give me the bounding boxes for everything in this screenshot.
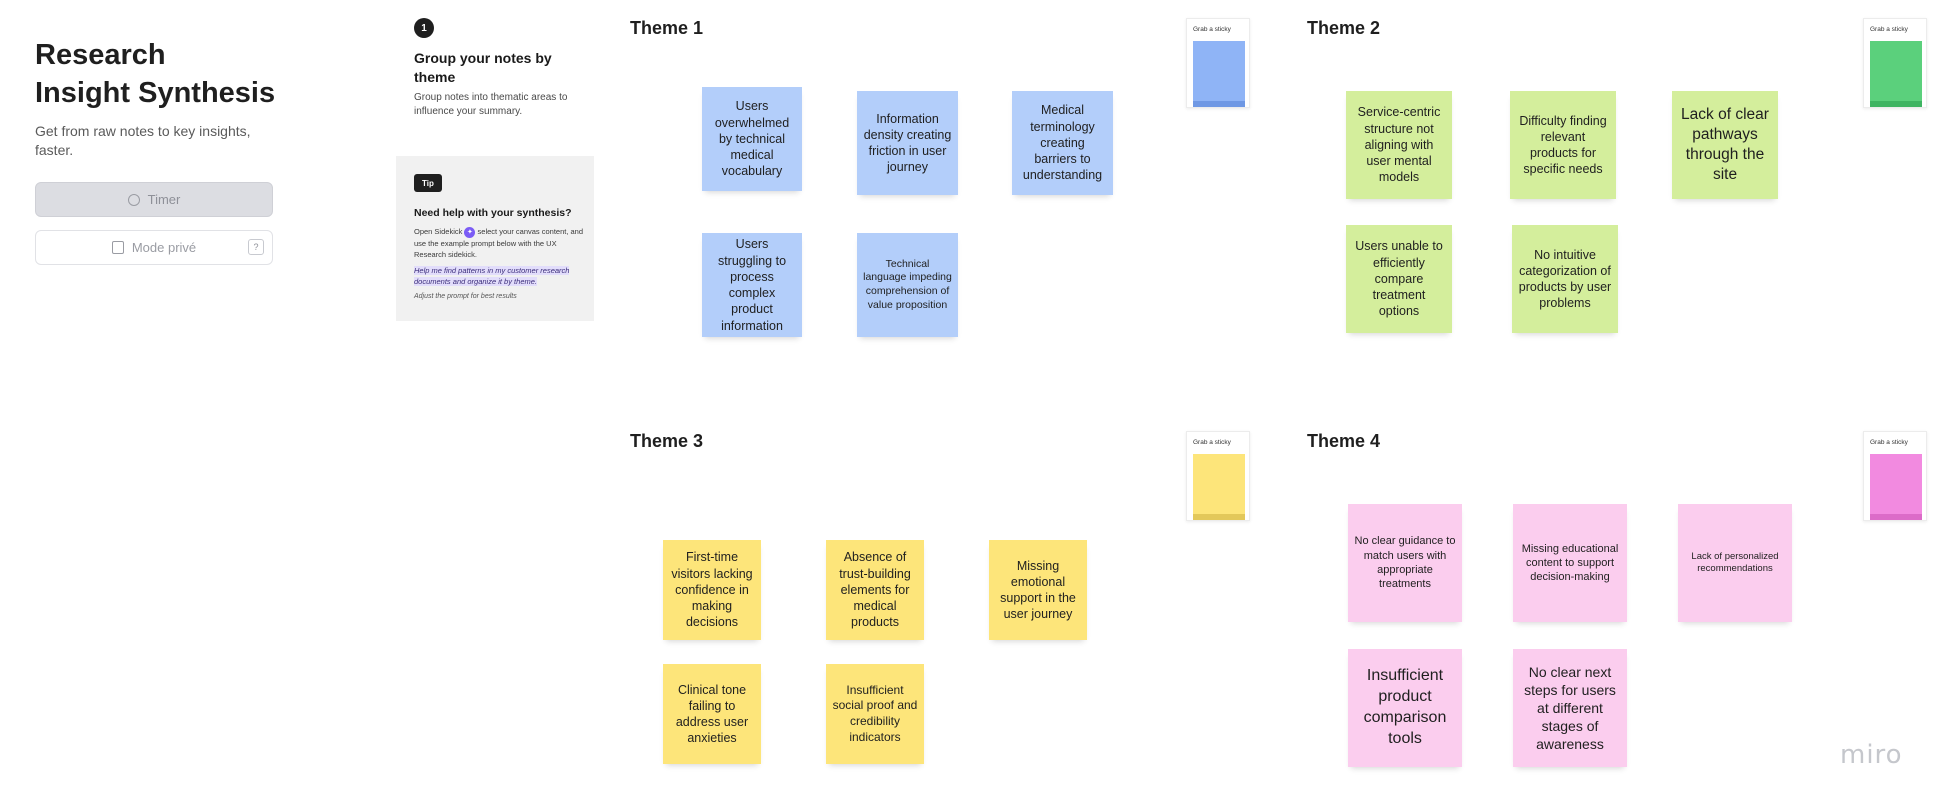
sticky-note[interactable]: Difficulty finding relevant products for… (1510, 91, 1616, 199)
sticky-note[interactable]: Lack of personalized recommendations (1678, 504, 1792, 622)
sticky-note[interactable]: No clear next steps for users at differe… (1513, 649, 1627, 767)
theme-4-title: Theme 4 (1307, 431, 1381, 451)
tip-badge: Tip (414, 174, 442, 192)
sticky-note[interactable]: Users overwhelmed by technical medical v… (702, 87, 802, 191)
sticky-note[interactable]: Absence of trust-building elements for m… (826, 540, 924, 640)
board-title: Research Insight Synthesis (35, 36, 275, 112)
sticky-note[interactable]: Technical language impeding comprehensio… (857, 233, 958, 337)
theme-3-title: Theme 3 (630, 431, 704, 451)
sticky-note[interactable]: Medical terminology creating barriers to… (1012, 91, 1113, 195)
sticky-note[interactable]: Clinical tone failing to address user an… (663, 664, 761, 764)
tip-body-after: select your canvas content, and use the … (414, 227, 584, 259)
pink-sticky-swatch[interactable] (1870, 454, 1922, 520)
grab-sticky-theme-3[interactable]: Grab a sticky (1186, 431, 1250, 521)
sticky-note[interactable]: Lack of clear pathways through the site (1672, 91, 1778, 199)
tip-title: Need help with your synthesis? (414, 207, 572, 219)
theme-2-title: Theme 2 (1307, 18, 1381, 38)
green-sticky-swatch[interactable] (1870, 41, 1922, 107)
private-mode-label: Mode privé (131, 240, 197, 255)
board-title-line2: Insight Synthesis (35, 77, 276, 109)
step-number-badge: 1 (414, 18, 434, 38)
timer-label: Timer (147, 192, 181, 207)
grab-sticky-label: Grab a sticky (1870, 439, 1908, 446)
grab-sticky-theme-2[interactable]: Grab a sticky (1863, 18, 1927, 108)
private-mode-icon (111, 241, 124, 254)
sticky-note[interactable]: Insufficient social proof and credibilit… (826, 664, 924, 764)
grab-sticky-label: Grab a sticky (1870, 26, 1908, 33)
sticky-note[interactable]: Service-centric structure not aligning w… (1346, 91, 1452, 199)
sticky-note[interactable]: No clear guidance to match users with ap… (1348, 504, 1462, 622)
grab-sticky-theme-1[interactable]: Grab a sticky (1186, 18, 1250, 108)
yellow-sticky-swatch[interactable] (1193, 454, 1245, 520)
blue-sticky-swatch[interactable] (1193, 41, 1245, 107)
tip-prompt-text: Help me find patterns in my customer res… (414, 266, 570, 286)
sticky-note[interactable]: Information density creating friction in… (857, 91, 958, 195)
private-mode-button[interactable]: Mode privé ? (35, 230, 273, 265)
board-title-line1: Research (35, 39, 166, 71)
grab-sticky-theme-4[interactable]: Grab a sticky (1863, 431, 1927, 521)
sticky-note[interactable]: No intuitive categorization of products … (1512, 225, 1618, 333)
tip-example-prompt: Help me find patterns in my customer res… (414, 265, 579, 287)
tip-footer: Adjust the prompt for best results (414, 293, 517, 300)
sticky-note[interactable]: Users struggling to process complex prod… (702, 233, 802, 337)
help-icon[interactable]: ? (248, 239, 264, 255)
grab-sticky-label: Grab a sticky (1193, 26, 1231, 33)
sticky-note[interactable]: Users unable to efficiently compare trea… (1346, 225, 1452, 333)
sticky-note[interactable]: Missing educational content to support d… (1513, 504, 1627, 622)
miro-logo: miro (1840, 740, 1903, 770)
sticky-note[interactable]: Missing emotional support in the user jo… (989, 540, 1087, 640)
step-description: Group notes into thematic areas to influ… (414, 92, 568, 117)
clock-icon (127, 193, 140, 206)
tip-body: Open Sidekick ✦ select your canvas conte… (414, 226, 584, 260)
board-subtitle: Get from raw notes to key insights, fast… (35, 123, 251, 158)
timer-button[interactable]: Timer (35, 182, 273, 217)
grab-sticky-label: Grab a sticky (1193, 439, 1231, 446)
step-title: Group your notes by theme (414, 50, 552, 85)
tip-body-before: Open Sidekick (414, 227, 463, 236)
sticky-note[interactable]: First-time visitors lacking confidence i… (663, 540, 761, 640)
sticky-note[interactable]: Insufficient product comparison tools (1348, 649, 1462, 767)
sidekick-icon: ✦ (464, 226, 476, 238)
theme-1-title: Theme 1 (630, 18, 704, 38)
